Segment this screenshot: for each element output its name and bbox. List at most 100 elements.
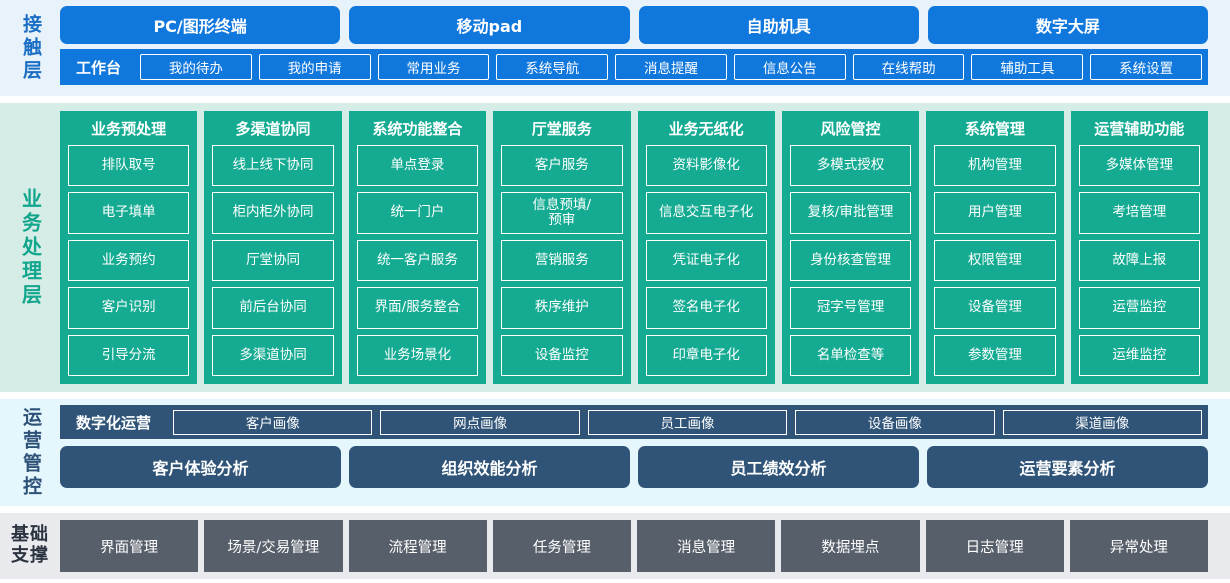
workbench-item-settings[interactable]: 系统设置 <box>1090 54 1203 80</box>
channel-row: PC/图形终端 移动pad 自助机具 数字大屏 <box>60 6 1208 44</box>
biz-item[interactable]: 信息交互电子化 <box>645 192 767 234</box>
workbench-title: 工作台 <box>76 58 122 77</box>
band-gap-1 <box>0 96 1230 103</box>
biz-item[interactable]: 凭证电子化 <box>645 239 767 282</box>
biz-column-lobby-service: 厅堂服务 客户服务 信息预填/ 预审 营销服务 秩序维护 设备监控 <box>493 111 631 384</box>
biz-column-title: 系统功能整合 <box>372 119 463 138</box>
foundation-item-log-management[interactable]: 日志管理 <box>925 520 1064 572</box>
channel-box-kiosk[interactable]: 自助机具 <box>638 6 919 44</box>
portrait-item-device[interactable]: 设备画像 <box>795 409 995 435</box>
analysis-row: 客户体验分析 组织效能分析 员工绩效分析 运营要素分析 <box>60 446 1208 488</box>
biz-item[interactable]: 多媒体管理 <box>1078 145 1200 187</box>
analysis-item-staff-performance[interactable]: 员工绩效分析 <box>638 446 919 488</box>
biz-item[interactable]: 前后台协同 <box>212 287 334 329</box>
biz-item[interactable]: 多渠道协同 <box>212 334 334 377</box>
biz-item[interactable]: 客户识别 <box>68 287 190 329</box>
biz-item[interactable]: 权限管理 <box>934 239 1056 282</box>
portrait-item-branch[interactable]: 网点画像 <box>380 409 580 435</box>
workbench-item-todo[interactable]: 我的待办 <box>140 54 252 80</box>
layer-label-business: 业务处理层 <box>18 187 43 308</box>
biz-item[interactable]: 界面/服务整合 <box>356 287 479 329</box>
biz-column-risk-control: 风险管控 多模式授权 复核/审批管理 身份核查管理 冠字号管理 名单检查等 <box>781 111 920 384</box>
biz-item[interactable]: 冠字号管理 <box>789 287 912 329</box>
digital-operation-row: 数字化运营 客户画像 网点画像 员工画像 设备画像 渠道画像 <box>60 405 1208 439</box>
biz-item[interactable]: 签名电子化 <box>645 287 767 329</box>
foundation-item-process-management[interactable]: 流程管理 <box>348 520 487 572</box>
workbench-item-application[interactable]: 我的申请 <box>258 54 371 80</box>
biz-item[interactable]: 秩序维护 <box>501 287 623 329</box>
layer-contact: 接触层 PC/图形终端 移动pad 自助机具 数字大屏 工作台 我的待办 我的申… <box>0 0 1230 96</box>
foundation-item-ui-management[interactable]: 界面管理 <box>60 520 199 572</box>
biz-item[interactable]: 客户服务 <box>501 145 623 187</box>
biz-item[interactable]: 统一客户服务 <box>356 239 479 282</box>
workbench-item-common[interactable]: 常用业务 <box>377 54 490 80</box>
biz-item[interactable]: 设备监控 <box>501 334 623 377</box>
biz-item[interactable]: 排队取号 <box>68 145 190 187</box>
analysis-item-customer-experience[interactable]: 客户体验分析 <box>60 446 341 488</box>
foundation-item-exception-handling[interactable]: 异常处理 <box>1069 520 1208 572</box>
biz-item[interactable]: 营销服务 <box>501 239 623 282</box>
biz-column-title: 运营辅助功能 <box>1094 119 1185 138</box>
biz-item[interactable]: 机构管理 <box>934 145 1056 187</box>
workbench-item-notice[interactable]: 消息提醒 <box>615 54 727 80</box>
portrait-item-customer[interactable]: 客户画像 <box>173 409 373 435</box>
biz-item[interactable]: 故障上报 <box>1078 239 1200 282</box>
layer-operations: 运营管控 数字化运营 客户画像 网点画像 员工画像 设备画像 渠道画像 客户体验… <box>0 399 1230 506</box>
portrait-item-staff[interactable]: 员工画像 <box>587 409 788 435</box>
portrait-item-channel[interactable]: 渠道画像 <box>1002 409 1202 435</box>
biz-item[interactable]: 设备管理 <box>934 287 1056 329</box>
analysis-item-operation-factors[interactable]: 运营要素分析 <box>927 446 1208 488</box>
biz-item[interactable]: 电子填单 <box>68 192 190 234</box>
channel-box-bigscreen[interactable]: 数字大屏 <box>927 6 1208 44</box>
biz-column-title: 风险管控 <box>820 119 881 138</box>
biz-item[interactable]: 统一门户 <box>356 192 479 234</box>
biz-item[interactable]: 用户管理 <box>934 192 1056 234</box>
digital-operation-title: 数字化运营 <box>76 413 152 432</box>
layer-foundation: 基础 支撑 界面管理 场景/交易管理 流程管理 任务管理 消息管理 数据埋点 日… <box>0 513 1230 579</box>
biz-column-title: 系统管理 <box>964 119 1025 138</box>
biz-item[interactable]: 引导分流 <box>68 334 190 377</box>
biz-column-paperless: 业务无纸化 资料影像化 信息交互电子化 凭证电子化 签名电子化 印章电子化 <box>637 111 775 384</box>
foundation-row: 界面管理 场景/交易管理 流程管理 任务管理 消息管理 数据埋点 日志管理 异常… <box>60 520 1208 572</box>
biz-column-system-management: 系统管理 机构管理 用户管理 权限管理 设备管理 参数管理 <box>926 111 1064 384</box>
foundation-item-scene-transaction[interactable]: 场景/交易管理 <box>204 520 343 572</box>
biz-column-title: 多渠道协同 <box>235 119 311 138</box>
biz-column-title: 厅堂服务 <box>531 119 592 138</box>
analysis-item-org-efficiency[interactable]: 组织效能分析 <box>349 446 630 488</box>
biz-item[interactable]: 运营监控 <box>1078 287 1200 329</box>
channel-box-pc[interactable]: PC/图形终端 <box>60 6 341 44</box>
workbench-item-help[interactable]: 在线帮助 <box>852 54 965 80</box>
biz-item[interactable]: 多模式授权 <box>789 145 912 187</box>
biz-item[interactable]: 厅堂协同 <box>212 239 334 282</box>
channel-box-mobile[interactable]: 移动pad <box>349 6 630 44</box>
biz-item[interactable]: 考培管理 <box>1078 192 1200 234</box>
biz-item[interactable]: 柜内柜外协同 <box>212 192 334 234</box>
biz-item[interactable]: 复核/审批管理 <box>789 192 912 234</box>
biz-item[interactable]: 业务预约 <box>68 239 190 282</box>
band-gap-3 <box>0 506 1230 513</box>
biz-item[interactable]: 身份核查管理 <box>789 239 912 282</box>
biz-column-multichannel: 多渠道协同 线上线下协同 柜内柜外协同 厅堂协同 前后台协同 多渠道协同 <box>204 111 342 384</box>
biz-column-preprocess: 业务预处理 排队取号 电子填单 业务预约 客户识别 引导分流 <box>60 111 198 384</box>
foundation-item-message-management[interactable]: 消息管理 <box>637 520 776 572</box>
biz-item[interactable]: 印章电子化 <box>645 334 767 377</box>
biz-item[interactable]: 名单检查等 <box>789 334 912 377</box>
workbench-item-bulletin[interactable]: 信息公告 <box>733 54 846 80</box>
layer-business: 业务处理层 业务预处理 排队取号 电子填单 业务预约 客户识别 引导分流 多渠道… <box>0 103 1230 392</box>
biz-item[interactable]: 单点登录 <box>356 145 479 187</box>
layer-label-foundation: 基础 支撑 <box>11 524 49 566</box>
workbench-row: 工作台 我的待办 我的申请 常用业务 系统导航 消息提醒 信息公告 在线帮助 辅… <box>60 49 1208 85</box>
workbench-item-navigation[interactable]: 系统导航 <box>496 54 609 80</box>
band-gap-2 <box>0 392 1230 399</box>
layer-label-operations: 运营管控 <box>19 406 42 499</box>
biz-item[interactable]: 信息预填/ 预审 <box>501 192 623 234</box>
biz-item[interactable]: 参数管理 <box>934 334 1056 377</box>
biz-item[interactable]: 线上线下协同 <box>212 145 334 187</box>
biz-item[interactable]: 运维监控 <box>1078 334 1200 377</box>
foundation-item-task-management[interactable]: 任务管理 <box>492 520 631 572</box>
biz-item[interactable]: 业务场景化 <box>356 334 479 377</box>
foundation-item-data-tracking[interactable]: 数据埋点 <box>781 520 920 572</box>
biz-item[interactable]: 资料影像化 <box>645 145 767 187</box>
workbench-item-tools[interactable]: 辅助工具 <box>971 54 1084 80</box>
